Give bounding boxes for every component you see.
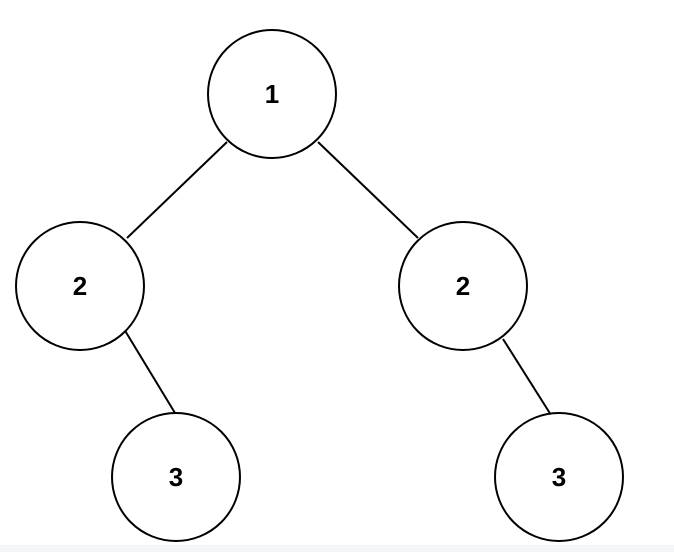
edge-left-left-child: [123, 328, 176, 414]
node-label: 2: [456, 271, 470, 301]
node-circle: [15, 221, 145, 351]
tree-node-left: 2: [15, 221, 145, 351]
tree-node-right-child: 3: [494, 412, 624, 542]
node-circle: [398, 221, 528, 351]
node-label: 3: [552, 462, 566, 492]
bottom-strip: [0, 545, 674, 552]
edge-root-right: [317, 141, 419, 239]
node-circle: [207, 29, 337, 159]
edge-root-left: [126, 141, 228, 239]
tree-node-root: 1: [207, 29, 337, 159]
node-label: 1: [265, 79, 279, 109]
tree-node-right: 2: [398, 221, 528, 351]
node-label: 2: [73, 271, 87, 301]
edge-right-right-child: [502, 338, 552, 416]
node-circle: [111, 412, 241, 542]
node-label: 3: [169, 462, 183, 492]
node-circle: [494, 412, 624, 542]
tree-node-left-child: 3: [111, 412, 241, 542]
